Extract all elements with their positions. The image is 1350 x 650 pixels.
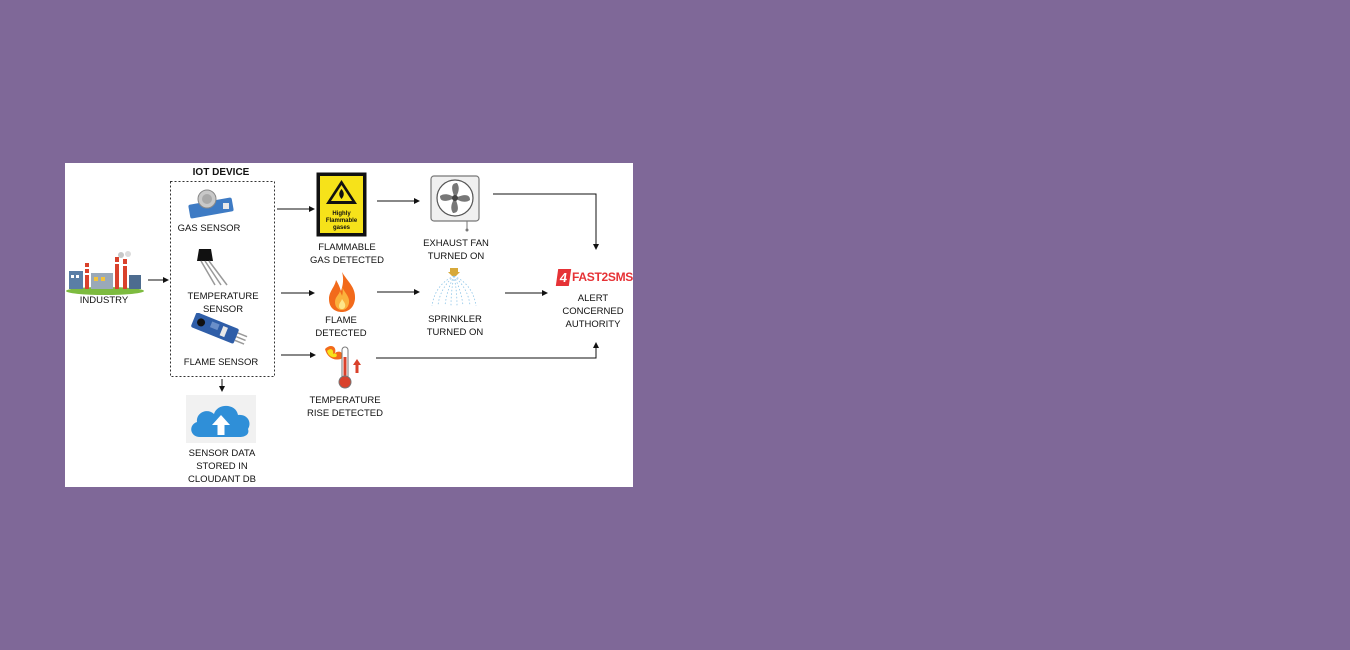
flammable-gas-label: FLAMMABLE GAS DETECTED — [310, 242, 384, 266]
cloud-upload-icon — [186, 395, 256, 443]
industry-label: INDUSTRY — [79, 295, 129, 306]
thermometer-icon — [321, 343, 361, 391]
flame-sensor-icon — [187, 313, 251, 355]
fast2sms-logo-mark: 4 — [555, 268, 572, 286]
connector-layer — [148, 181, 599, 392]
sign-text-line3: gases — [333, 225, 351, 231]
temperature-sensor-icon — [193, 245, 233, 287]
sprinkler-label: SPRINKLER TURNED ON — [426, 314, 484, 338]
fast2sms-logo-text: FAST2SMS — [572, 270, 633, 284]
iot-device-box — [170, 181, 275, 377]
iot-device-title: IOT DEVICE — [192, 167, 250, 178]
flame-icon — [327, 271, 357, 313]
sign-text-line1: Highly — [332, 211, 351, 217]
temperature-rise-label: TEMPERATURE RISE DETECTED — [306, 395, 383, 419]
iot-flow-diagram: IOT DEVICE INDUSTRY — [65, 163, 633, 487]
fast2sms-logo: 4 FAST2SMS — [555, 268, 633, 286]
exhaust-fan-label: EXHAUST FAN TURNED ON — [423, 238, 489, 262]
flammable-sign-icon: Highly Flammable gases — [316, 172, 367, 237]
sign-text-line2: Flammable — [326, 218, 358, 224]
cloud-label: SENSOR DATA STORED IN CLOUDANT DB — [188, 448, 256, 485]
sprinkler-icon — [431, 268, 477, 308]
arrow-thermometer-to-alert — [376, 342, 599, 359]
flame-sensor-label: FLAME SENSOR — [183, 357, 259, 368]
temperature-sensor-label: TEMPERATURE SENSOR — [187, 291, 259, 315]
gas-sensor-label: GAS SENSOR — [177, 223, 241, 234]
flame-detected-label: FLAME DETECTED — [315, 315, 367, 339]
arrow-fan-to-alert — [493, 193, 599, 250]
gas-sensor-icon — [187, 187, 237, 221]
alert-authority-label: ALERT CONCERNED AUTHORITY — [562, 293, 624, 330]
exhaust-fan-icon — [430, 175, 482, 233]
factory-icon — [65, 251, 145, 295]
